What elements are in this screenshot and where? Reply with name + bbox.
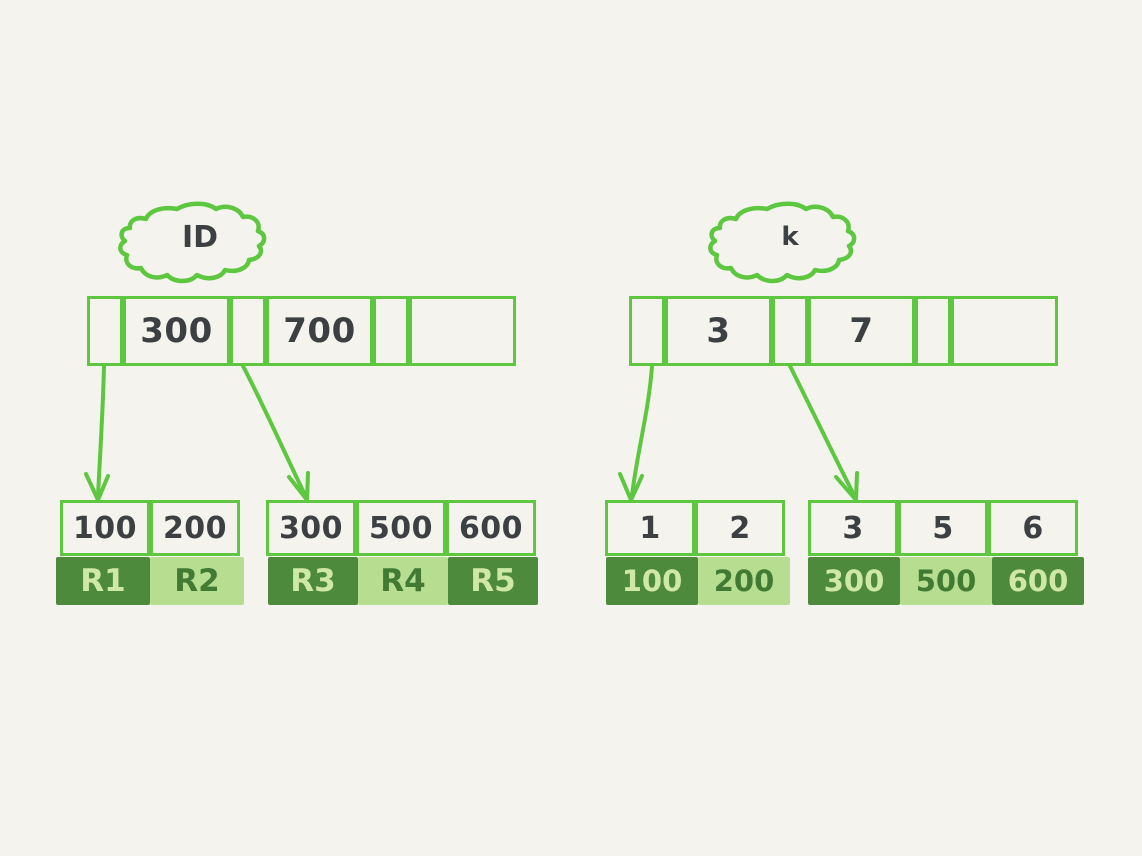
arrow-root-to-leaf-2: [241, 364, 310, 502]
leaf-2-value-block-2[interactable]: R5: [448, 557, 538, 605]
root2-pointer-cell-1[interactable]: [772, 296, 808, 366]
leaf-3-key-cell-0[interactable]: 1: [605, 500, 695, 556]
leaf-4-value-block-0[interactable]: 300: [808, 557, 900, 605]
leaf-2-key-cell-2[interactable]: 600: [446, 500, 536, 556]
leaf-3-key-cell-1[interactable]: 2: [695, 500, 785, 556]
cloud-label-k: k: [781, 222, 799, 252]
root2-pointer-cell-0[interactable]: [629, 296, 665, 366]
leaf-3-value-block-0[interactable]: 100: [606, 557, 698, 605]
root-key-cell-300[interactable]: 300: [123, 296, 230, 366]
leaf-4-value-block-2[interactable]: 600: [992, 557, 1084, 605]
leaf-3-value-block-1[interactable]: 200: [698, 557, 790, 605]
root-key-cell-700[interactable]: 700: [266, 296, 373, 366]
root2-key-cell-3[interactable]: 3: [665, 296, 772, 366]
root-pointer-cell-1[interactable]: [230, 296, 266, 366]
root-pointer-cell-2[interactable]: [373, 296, 409, 366]
leaf-2-key-cell-1[interactable]: 500: [356, 500, 446, 556]
arrow-root-to-leaf-4: [788, 364, 859, 502]
leaf-2-key-cell-0[interactable]: 300: [266, 500, 356, 556]
leaf-1-key-cell-1[interactable]: 200: [150, 500, 240, 556]
leaf-4-value-block-1[interactable]: 500: [900, 557, 992, 605]
leaf-4-key-cell-0[interactable]: 3: [808, 500, 898, 556]
root2-key-cell-7[interactable]: 7: [808, 296, 915, 366]
leaf-1-value-block-0[interactable]: R1: [56, 557, 150, 605]
leaf-4-key-cell-2[interactable]: 6: [988, 500, 1078, 556]
leaf-2-value-block-0[interactable]: R3: [268, 557, 358, 605]
leaf-1-key-cell-0[interactable]: 100: [60, 500, 150, 556]
root2-key-cell-empty[interactable]: [951, 296, 1058, 366]
root-pointer-cell-0[interactable]: [87, 296, 123, 366]
arrow-root-to-leaf-1: [84, 364, 110, 502]
leaf-1-value-block-1[interactable]: R2: [150, 557, 244, 605]
root-key-cell-empty[interactable]: [409, 296, 516, 366]
leaf-4-key-cell-1[interactable]: 5: [898, 500, 988, 556]
cloud-label-id: ID: [181, 219, 219, 255]
arrow-root-to-leaf-3: [618, 364, 654, 502]
leaf-2-value-block-1[interactable]: R4: [358, 557, 448, 605]
root2-pointer-cell-2[interactable]: [915, 296, 951, 366]
